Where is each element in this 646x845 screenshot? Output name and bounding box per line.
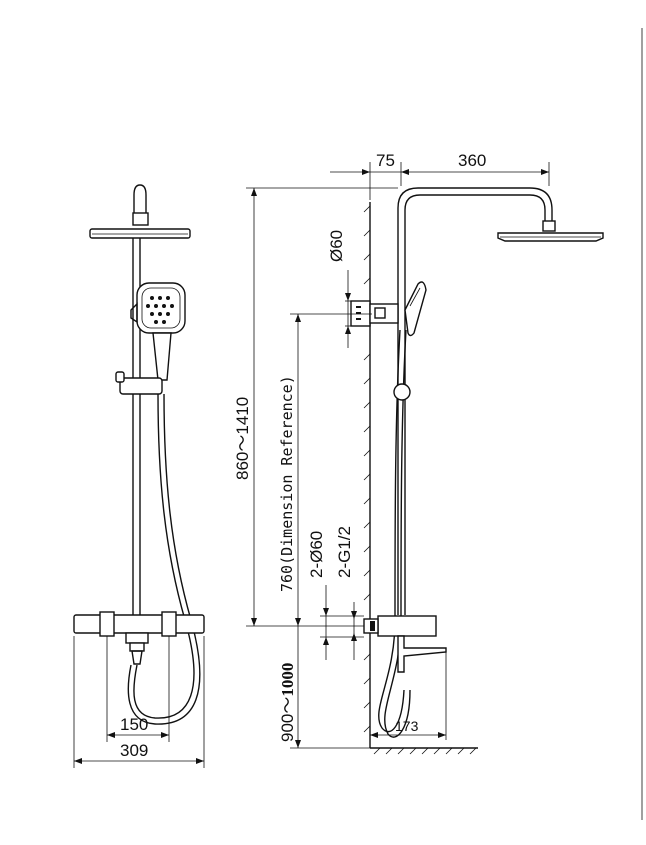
front-view: 150 309: [73, 184, 205, 768]
dim-spout-reach: 173: [395, 718, 419, 734]
side-spout: [397, 635, 447, 673]
side-riser-arm-inner: [404, 194, 546, 615]
dim-inlet-thread: 2-G1/2: [335, 526, 354, 578]
front-hand-shower-head: [136, 282, 186, 334]
side-mixer-body: [377, 615, 437, 637]
dim-holder-diameter: Ø60: [327, 230, 346, 262]
dim-reference-height: 760(Dimension Reference): [278, 375, 296, 592]
side-riser-arm-outer: [397, 187, 553, 615]
front-rain-head: [89, 228, 191, 239]
front-nozzle-holes: [146, 296, 174, 324]
front-top-elbow: [133, 184, 147, 215]
side-view: Ø60 2-Ø60 2-G1/2 75 360 860～1410: [233, 151, 604, 755]
front-hose-outer: [133, 393, 195, 719]
floor-hatching: [373, 747, 477, 755]
front-hose-inner: [127, 393, 201, 725]
front-head-connector: [132, 212, 149, 226]
front-slider-holder: [119, 377, 163, 395]
wall-hatching: [363, 205, 371, 733]
dim-base-width: 309: [120, 741, 148, 760]
side-hand-shower: [404, 281, 427, 337]
dim-mount-height: 900～1000: [278, 663, 297, 742]
dim-inlet-spacing: 150: [120, 715, 148, 734]
dim-height-range: 860～1410: [233, 397, 252, 480]
side-bracket-marks: [356, 306, 361, 320]
dim-arm-reach: 360: [458, 151, 486, 170]
front-hand-shower-handle: [152, 332, 172, 381]
front-mixer-bar: [73, 614, 205, 634]
dim-wall-offset: 75: [376, 151, 395, 170]
side-head-connector: [542, 220, 556, 232]
side-slider-knob: [393, 383, 411, 401]
dim-inlet-cover: 2-Ø60: [307, 531, 326, 578]
